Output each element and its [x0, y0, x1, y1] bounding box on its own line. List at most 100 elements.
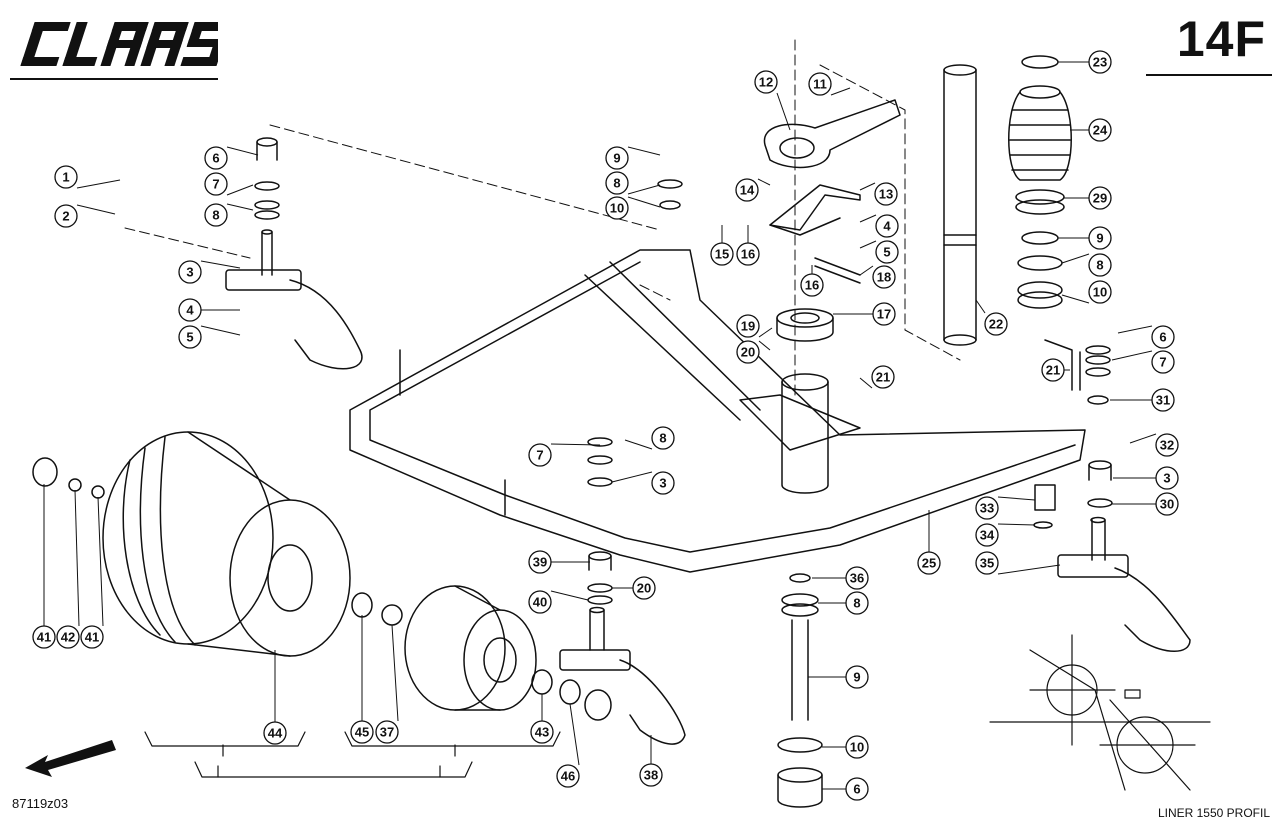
- callout-number: 35: [980, 556, 994, 571]
- callout-bubble: [1155, 433, 1179, 457]
- callout-number: 8: [659, 431, 666, 446]
- callout-44: 44: [263, 721, 287, 745]
- callout-2: 2: [54, 204, 78, 228]
- callout-8: 8: [651, 426, 675, 450]
- callout-3: 3: [651, 471, 675, 495]
- callout-bubble: [204, 172, 228, 196]
- callout-5: 5: [178, 325, 202, 349]
- callout-number: 20: [637, 581, 651, 596]
- callout-bubble: [204, 203, 228, 227]
- callout-bubble: [845, 591, 869, 615]
- callout-bubble: [1041, 358, 1065, 382]
- leader-line: [975, 299, 986, 314]
- callout-8: 8: [204, 203, 228, 227]
- callout-32: 32: [1155, 433, 1179, 457]
- callout-bubble: [1088, 253, 1112, 277]
- callout-bubble: [1088, 226, 1112, 250]
- lever: [769, 184, 861, 236]
- callout-number: 5: [186, 330, 193, 345]
- leader-line: [550, 590, 589, 601]
- callout-38: 38: [639, 763, 663, 787]
- callout-36: 36: [845, 566, 869, 590]
- callout-bubble: [375, 720, 399, 744]
- callout-number: 15: [715, 247, 729, 262]
- callout-bubble: [530, 720, 554, 744]
- callout-number: 16: [805, 278, 819, 293]
- leader-line: [627, 184, 661, 195]
- leader-line: [758, 340, 771, 351]
- callout-number: 4: [186, 303, 194, 318]
- leader-line: [997, 523, 1036, 526]
- callout-bubble: [845, 735, 869, 759]
- callout-bubble: [984, 312, 1008, 336]
- claas-logo: [20, 22, 218, 66]
- callout-1: 1: [54, 165, 78, 189]
- callout-bubble: [1088, 186, 1112, 210]
- callout-bubble: [710, 242, 734, 266]
- leader-line: [1061, 294, 1090, 304]
- model-name: LINER 1550 PROFIL: [1157, 806, 1270, 820]
- callout-3: 3: [1155, 466, 1179, 490]
- callout-bubble: [845, 665, 869, 689]
- left-arm: [225, 229, 363, 370]
- callout-12: 12: [754, 70, 778, 94]
- callout-bubble: [204, 146, 228, 170]
- callout-34: 34: [975, 523, 999, 547]
- callout-5: 5: [875, 240, 899, 264]
- callout-13: 13: [874, 182, 898, 206]
- callout-14: 14: [735, 178, 759, 202]
- callout-number: 4: [883, 219, 891, 234]
- clamps-and-rings: [1015, 55, 1065, 309]
- callout-bubble: [1155, 466, 1179, 490]
- callout-number: 6: [1159, 330, 1166, 345]
- callout-number: 22: [989, 317, 1003, 332]
- callout-number: 9: [853, 670, 860, 685]
- callout-number: 8: [613, 176, 620, 191]
- callout-10: 10: [845, 735, 869, 759]
- leader-line: [569, 703, 580, 766]
- callout-7: 7: [528, 443, 552, 467]
- callout-number: 21: [1046, 363, 1060, 378]
- callout-7: 7: [1151, 350, 1175, 374]
- callout-11: 11: [808, 72, 832, 96]
- callout-number: 9: [613, 151, 620, 166]
- callout-number: 44: [268, 726, 283, 741]
- callout-6: 6: [1151, 325, 1175, 349]
- callout-bubble: [528, 550, 552, 574]
- callout-22: 22: [984, 312, 1008, 336]
- right-arm: [1057, 516, 1191, 652]
- callout-number: 1: [62, 170, 69, 185]
- callout-16: 16: [800, 273, 824, 297]
- callout-bubble: [874, 182, 898, 206]
- callout-number: 41: [37, 630, 51, 645]
- callout-number: 25: [922, 556, 936, 571]
- callout-number: 37: [380, 725, 394, 740]
- callout-bubble: [528, 443, 552, 467]
- callout-10: 10: [605, 196, 629, 220]
- callout-number: 21: [876, 370, 890, 385]
- callout-bubble: [1155, 492, 1179, 516]
- callout-number: 34: [980, 528, 995, 543]
- callout-number: 19: [741, 319, 755, 334]
- callout-20: 20: [736, 340, 760, 364]
- callout-8: 8: [605, 171, 629, 195]
- callout-40: 40: [528, 590, 552, 614]
- callout-bubble: [735, 178, 759, 202]
- callout-number: 18: [877, 270, 891, 285]
- callout-number: 8: [212, 208, 219, 223]
- callout-number: 11: [813, 77, 827, 92]
- callout-number: 2: [62, 209, 69, 224]
- leader-line: [859, 214, 877, 223]
- callout-bubble: [875, 214, 899, 238]
- callout-30: 30: [1155, 492, 1179, 516]
- callout-35: 35: [975, 551, 999, 575]
- callout-bubble: [808, 72, 832, 96]
- leader-line: [1061, 253, 1090, 264]
- drawing-reference: 87119z03: [12, 796, 69, 811]
- callout-46: 46: [556, 764, 580, 788]
- callout-bubble: [975, 551, 999, 575]
- leader-line: [550, 443, 601, 446]
- wrench: [763, 99, 901, 169]
